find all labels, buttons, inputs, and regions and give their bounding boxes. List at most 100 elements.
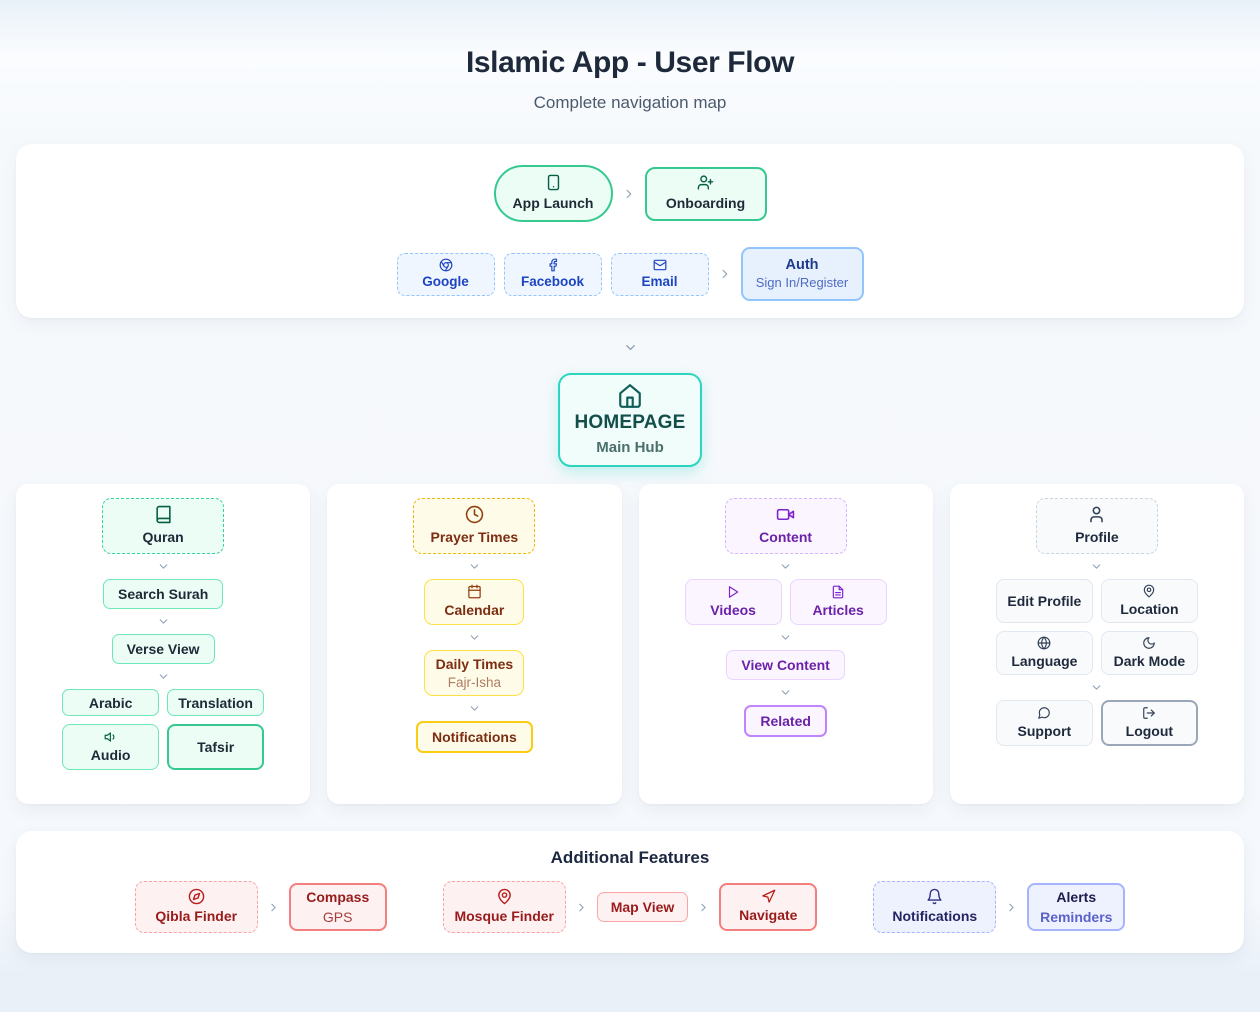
node-label: Logout — [1125, 722, 1174, 739]
node-prayer-times[interactable]: Prayer Times — [413, 498, 536, 554]
content-types-grid: Videos Articles — [684, 579, 887, 625]
node-label: Auth — [785, 256, 819, 273]
node-quran[interactable]: Quran — [102, 498, 225, 554]
node-view-content[interactable]: View Content — [726, 650, 845, 681]
node-edit-profile[interactable]: Edit Profile — [995, 579, 1093, 623]
node-translation[interactable]: Translation — [167, 689, 265, 717]
node-profile[interactable]: Profile — [1035, 498, 1158, 554]
arrow-right-icon — [722, 269, 727, 279]
node-sublabel: Sign In/Register — [755, 275, 849, 291]
node-sublabel: Fajr-Isha — [447, 674, 501, 690]
arrow-right-icon — [626, 189, 631, 198]
node-label: Onboarding — [665, 195, 746, 212]
node-provider-facebook[interactable]: Facebook — [503, 252, 602, 296]
node-provider-email[interactable]: Email — [610, 252, 709, 296]
node-mosque-finder[interactable]: Mosque Finder — [442, 881, 566, 933]
node-content[interactable]: Content — [724, 498, 847, 554]
node-label: Quran — [142, 529, 184, 546]
node-location[interactable]: Location — [1100, 579, 1198, 623]
node-tafsir[interactable]: Tafsir — [167, 724, 265, 771]
node-label: View Content — [741, 657, 830, 673]
book-icon — [156, 506, 171, 524]
node-calendar[interactable]: Calendar — [424, 579, 525, 625]
volume-icon — [104, 732, 115, 742]
node-label: Verse View — [126, 641, 200, 658]
node-label: Edit Profile — [1007, 592, 1082, 609]
node-label: Content — [759, 529, 813, 546]
node-label: Daily Times — [435, 655, 514, 672]
node-alerts-reminders[interactable]: Alerts Reminders — [1027, 883, 1126, 931]
node-label: Map View — [610, 898, 675, 915]
content-column: Content Videos Articles View Content Rel… — [638, 484, 933, 804]
node-arabic[interactable]: Arabic — [62, 689, 160, 717]
node-notifications[interactable]: Notifications — [415, 721, 533, 754]
node-label: Audio — [90, 747, 131, 764]
node-navigate[interactable]: Navigate — [719, 883, 818, 931]
auth-row: Google Facebook Email Auth Sign In/Regis… — [396, 247, 864, 301]
chevron-down-icon — [1093, 685, 1101, 690]
node-label: Location — [1120, 600, 1179, 617]
node-label: Translation — [178, 694, 253, 711]
node-support[interactable]: Support — [995, 700, 1093, 746]
prayer-times-column: Prayer Times Calendar Daily Times Fajr-I… — [327, 484, 622, 804]
moon-icon — [1143, 637, 1156, 649]
node-label: Calendar — [444, 602, 505, 619]
node-qibla-finder[interactable]: Qibla Finder — [134, 881, 258, 933]
navigation-icon — [762, 890, 776, 904]
chevron-down-icon — [470, 706, 479, 711]
facebook-icon — [549, 258, 557, 272]
node-label: Related — [760, 713, 811, 730]
chevron-down-icon — [159, 564, 167, 569]
notifications-group: Notifications Alerts Reminders — [873, 881, 1126, 933]
node-auth[interactable]: Auth Sign In/Register — [740, 247, 864, 301]
home-icon — [619, 383, 641, 408]
node-map-view[interactable]: Map View — [596, 891, 689, 923]
node-label: Prayer Times — [430, 529, 519, 546]
user-plus-icon — [697, 175, 714, 190]
smartphone-icon — [547, 175, 559, 191]
node-provider-google[interactable]: Google — [396, 252, 495, 296]
chevron-down-icon — [781, 635, 790, 640]
chevron-down-icon — [470, 635, 479, 640]
verse-options-grid: Arabic Translation Audio Tafsir — [62, 689, 265, 771]
node-sublabel: Reminders — [1040, 908, 1113, 925]
profile-actions-grid: Support Logout — [995, 700, 1198, 746]
arrow-right-icon — [271, 903, 276, 911]
file-text-icon — [832, 585, 844, 599]
mosque-group: Mosque Finder Map View Navigate — [442, 881, 818, 933]
node-videos[interactable]: Videos — [684, 579, 782, 625]
arrow-right-icon — [701, 903, 706, 911]
globe-icon — [1037, 636, 1051, 650]
node-homepage[interactable]: HOMEPAGE Main Hub — [558, 373, 702, 467]
node-articles[interactable]: Articles — [789, 579, 887, 625]
node-label: Facebook — [520, 273, 585, 289]
profile-column: Profile Edit Profile Location Language D… — [949, 484, 1244, 804]
node-search-surah[interactable]: Search Surah — [102, 579, 224, 610]
node-logout[interactable]: Logout — [1100, 700, 1198, 746]
compass-icon — [188, 889, 205, 905]
node-onboarding[interactable]: Onboarding — [644, 166, 767, 221]
node-label: Compass — [306, 889, 370, 906]
node-label: Qibla Finder — [155, 908, 238, 925]
node-notifications-feature[interactable]: Notifications — [873, 881, 997, 933]
node-app-launch[interactable]: App Launch — [493, 165, 613, 222]
node-label: Google — [422, 273, 469, 289]
node-audio[interactable]: Audio — [62, 724, 160, 771]
chevron-down-icon — [1093, 564, 1101, 569]
quran-column: Quran Search Surah Verse View Arabic Tra… — [16, 484, 311, 804]
clock-icon — [465, 506, 484, 524]
node-compass-gps[interactable]: Compass GPS — [288, 883, 387, 931]
qibla-group: Qibla Finder Compass GPS — [134, 881, 387, 933]
node-label: HOMEPAGE — [574, 411, 686, 433]
log-out-icon — [1143, 707, 1156, 719]
node-verse-view[interactable]: Verse View — [111, 634, 215, 665]
arrow-right-icon — [1009, 903, 1014, 911]
node-daily-times[interactable]: Daily Times Fajr-Isha — [424, 650, 525, 696]
user-icon — [1090, 506, 1104, 523]
node-language[interactable]: Language — [995, 631, 1093, 675]
profile-settings-grid: Edit Profile Location Language Dark Mode — [995, 579, 1198, 675]
map-pin-icon — [1144, 584, 1155, 598]
node-dark-mode[interactable]: Dark Mode — [1100, 631, 1198, 675]
node-related[interactable]: Related — [744, 705, 827, 738]
additional-features-row: Qibla Finder Compass GPS Mosque Finder M… — [16, 881, 1244, 933]
